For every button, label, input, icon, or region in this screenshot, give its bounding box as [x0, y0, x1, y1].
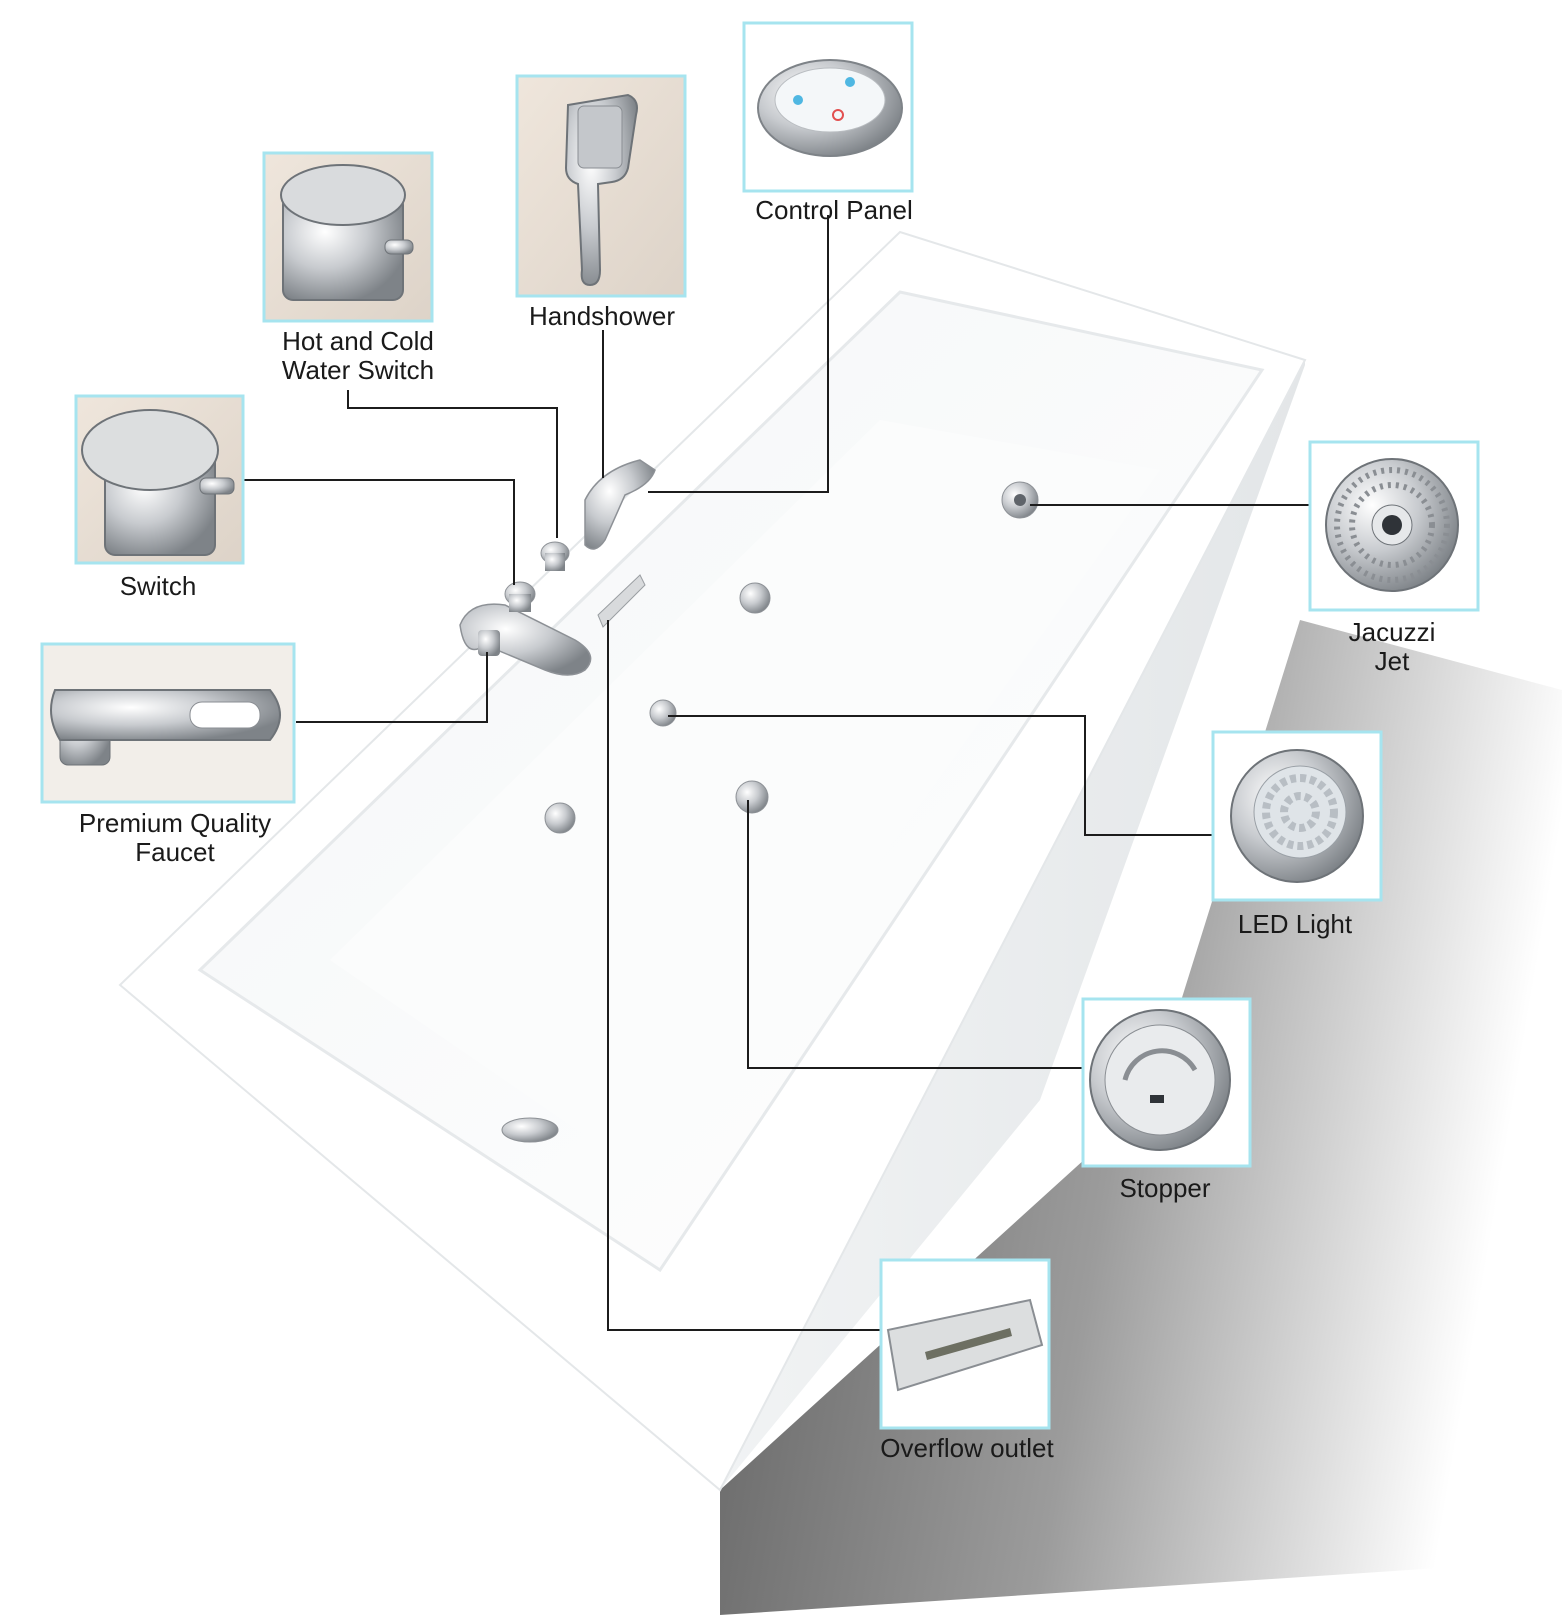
label-led-light: LED Light: [1238, 910, 1352, 939]
overflow-slot-icon: [886, 1298, 1044, 1392]
leader-control-panel: [648, 215, 829, 493]
leader-overflow-outlet: [607, 620, 881, 1331]
label-hot-cold-switch: Hot and Cold Water Switch: [282, 327, 434, 385]
callout-handshower: [515, 74, 687, 298]
leader-faucet: [296, 652, 488, 723]
label-control-panel-text: Control Panel: [755, 195, 913, 225]
jet-nozzle-on-tub-icon: [544, 802, 576, 834]
switch-knob-stem-icon: [509, 594, 531, 612]
drain-stopper-icon: [1089, 1009, 1231, 1151]
faucet-base-icon: [478, 630, 500, 656]
drain-stopper-on-tub-icon: [501, 1117, 559, 1143]
callout-hot-cold-switch: [262, 151, 434, 323]
switch-knob-icon: [81, 409, 235, 556]
label-jacuzzi-jet-line2: Jet: [1374, 646, 1410, 676]
handshower-on-tub-icon: [584, 459, 656, 550]
label-stopper: Stopper: [1119, 1174, 1210, 1203]
label-hot-cold-switch-line1: Hot and Cold: [282, 326, 434, 356]
label-jacuzzi-jet-line1: Jacuzzi: [1348, 617, 1436, 647]
bathtub: [118, 230, 1307, 1492]
leader-lines: [244, 215, 1310, 1331]
control-panel-icon: [757, 59, 903, 157]
label-led-light-text: LED Light: [1237, 909, 1353, 939]
mixer-knob-icon: [280, 164, 414, 301]
leader-switch: [244, 479, 515, 585]
callout-overflow-outlet: [879, 1258, 1051, 1430]
leader-hot-cold-switch: [347, 390, 558, 538]
jet-nozzle-icon: [1325, 458, 1459, 592]
jet-nozzle-on-tub-icon: [739, 582, 771, 614]
mixer-knob-stem-icon: [545, 553, 565, 571]
callout-faucet: [40, 642, 296, 804]
label-stopper-text: Stopper: [1119, 1173, 1211, 1203]
label-overflow-outlet: Overflow outlet: [880, 1434, 1053, 1463]
faucet-spout-icon: [459, 603, 592, 676]
callout-led-light: [1211, 730, 1383, 902]
label-faucet: Premium Quality Faucet: [79, 809, 271, 867]
label-switch: Switch: [120, 572, 197, 601]
callout-control-panel: [742, 21, 914, 193]
label-overflow-outlet-text: Overflow outlet: [880, 1433, 1054, 1463]
label-jacuzzi-jet: Jacuzzi Jet: [1349, 618, 1436, 676]
leader-led-light: [668, 715, 1213, 836]
label-switch-text: Switch: [119, 571, 197, 601]
led-light-on-tub-icon: [649, 699, 677, 727]
callout-switch: [74, 394, 245, 565]
label-control-panel: Control Panel: [755, 196, 913, 225]
led-light-icon: [1230, 749, 1364, 883]
callout-stopper: [1081, 997, 1252, 1168]
label-handshower: Handshower: [529, 302, 675, 331]
overflow-slot-on-tub-icon: [597, 574, 646, 628]
label-handshower-text: Handshower: [529, 301, 675, 331]
leader-stopper: [747, 800, 1083, 1069]
jet-nozzle-center-icon: [1014, 494, 1026, 506]
frame-handshower: [515, 74, 687, 298]
label-hot-cold-switch-line2: Water Switch: [281, 355, 435, 385]
label-faucet-line1: Premium Quality: [78, 808, 272, 838]
callout-jacuzzi-jet: [1308, 440, 1480, 612]
tub-fixtures: [459, 459, 1039, 1143]
handshower-icon: [564, 93, 638, 287]
label-faucet-line2: Faucet: [135, 837, 215, 867]
jet-nozzle-on-tub-icon: [735, 780, 769, 814]
faucet-icon: [50, 689, 281, 766]
